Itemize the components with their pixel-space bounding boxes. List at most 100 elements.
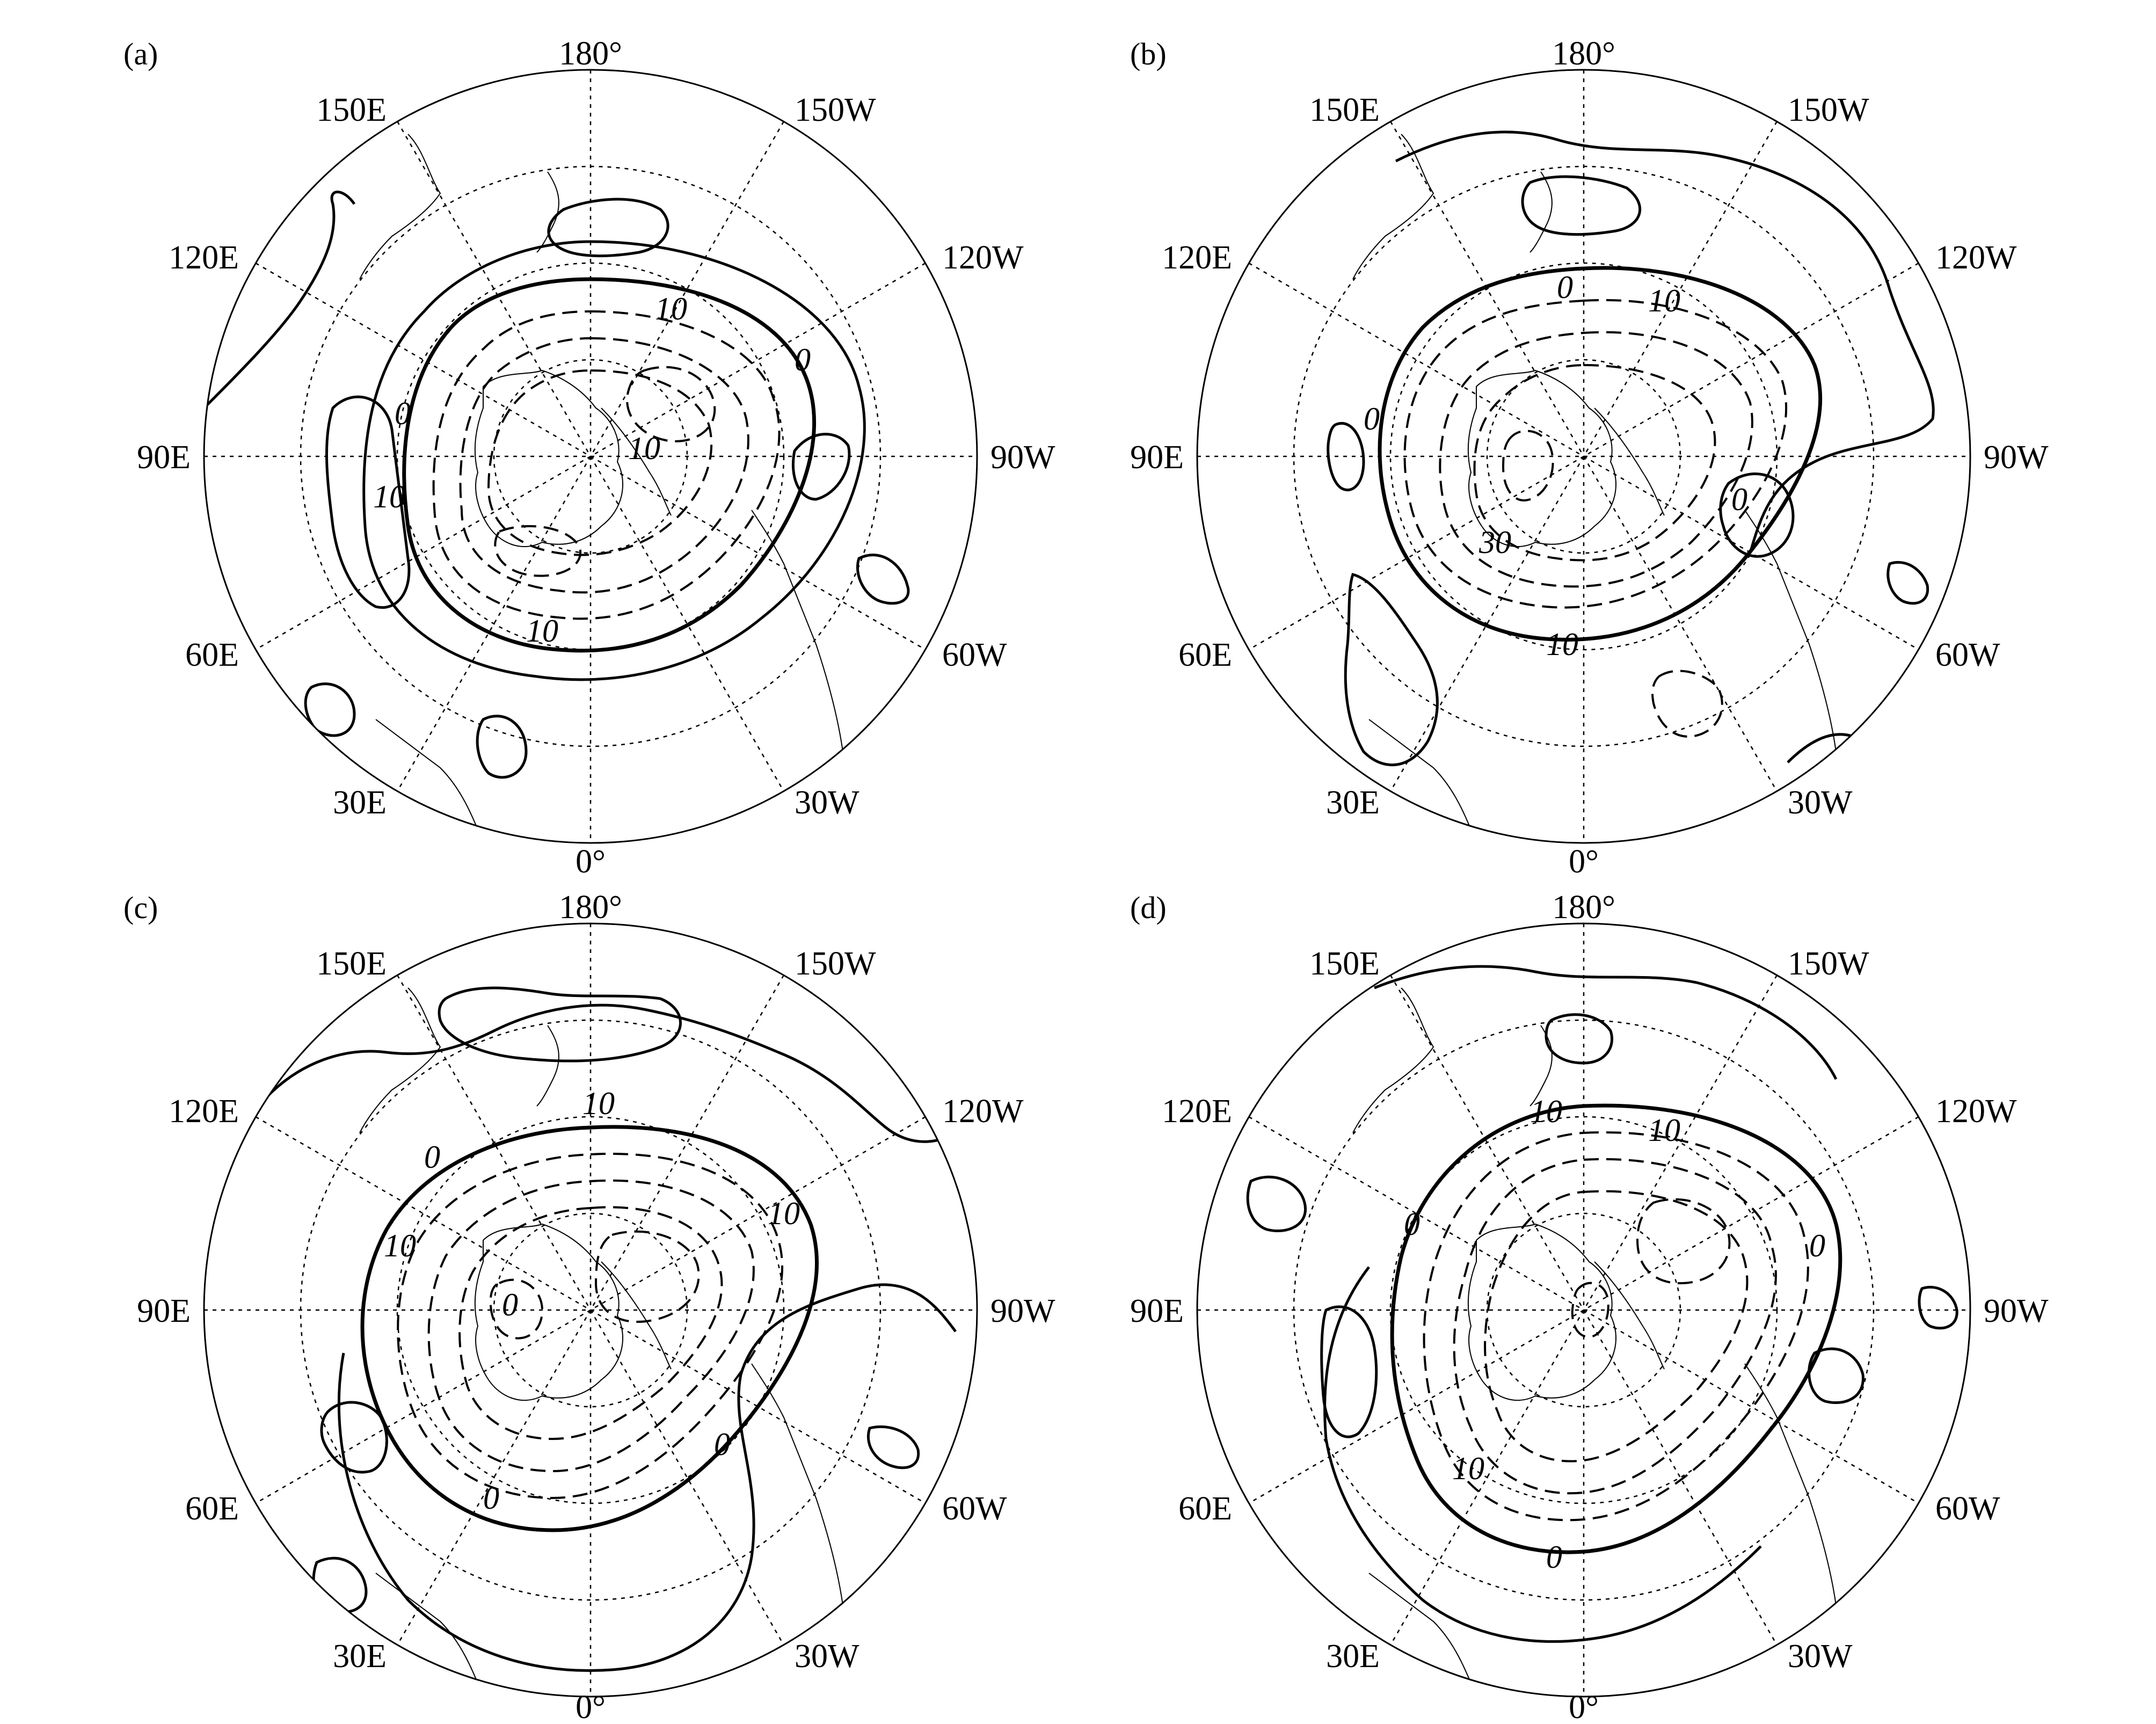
lon-label-0: 0° (1569, 843, 1599, 880)
panel-c-map (204, 923, 977, 1697)
lon-label-150e: 150E (316, 92, 387, 128)
panel-a-contour-labels: 10 10 0 0 10 10 (373, 291, 811, 649)
panel-d-graticule (1197, 923, 1970, 1697)
lon-label-90e: 90E (137, 439, 191, 476)
panel-c-contours (267, 986, 962, 1672)
lon-label-120w: 120W (1935, 1093, 2017, 1130)
panel-a-coastlines (359, 134, 843, 843)
contour-label: 10 (1546, 627, 1578, 662)
panel-c-longitude-labels: 180° 150E 150W 120E 120W 90E 90W 60E 60W… (137, 889, 1055, 1724)
contour-label: 0 (795, 342, 811, 377)
lon-label-90w: 90W (990, 1293, 1055, 1329)
panel-b-contours (1327, 130, 1935, 823)
lon-label-60w: 60W (942, 637, 1007, 673)
lon-label-180: 180° (559, 35, 622, 72)
lon-label-30e: 30E (333, 784, 387, 821)
lon-label-60e: 60E (185, 637, 239, 673)
lon-label-90w: 90W (1984, 1293, 2049, 1329)
lon-label-0: 0° (1569, 1689, 1599, 1724)
contour-label: 10 (384, 1228, 416, 1263)
contour-label: 0 (502, 1287, 518, 1322)
contour-label: 10 (373, 479, 405, 514)
lon-label-30w: 30W (795, 784, 860, 821)
lon-label-120w: 120W (942, 1093, 1024, 1130)
panel-c: (c) (123, 889, 1055, 1724)
contour-label: 10 (1452, 1451, 1484, 1486)
lon-label-120e: 120E (1162, 239, 1232, 276)
lon-label-120w: 120W (942, 239, 1024, 276)
panel-b-coastlines (1352, 134, 1837, 843)
contour-label: 0 (1364, 401, 1380, 437)
panel-c-coastlines (359, 987, 843, 1697)
contour-label: 0 (714, 1427, 730, 1462)
contour-label: 10 (628, 431, 660, 466)
panel-d-boundary (1196, 922, 1971, 1698)
lon-label-30w: 30W (795, 1638, 860, 1675)
panel-a-boundary (203, 69, 978, 844)
lon-label-120w: 120W (1935, 239, 2017, 276)
contour-label: 10 (655, 291, 687, 326)
contour-label: 0 (1809, 1228, 1825, 1263)
panel-d-label: (d) (1130, 890, 1167, 925)
lon-label-0: 0° (576, 843, 606, 880)
lon-label-30w: 30W (1788, 784, 1853, 821)
panel-d-map (1197, 923, 1970, 1697)
lon-label-30e: 30E (1326, 1638, 1380, 1675)
contour-label: 10 (1648, 1112, 1680, 1148)
lon-label-180: 180° (1552, 889, 1615, 926)
contour-label: 10 (1648, 283, 1680, 318)
lon-label-150w: 150W (1788, 945, 1869, 982)
panel-a-map (204, 70, 977, 843)
lon-label-150w: 150W (795, 92, 876, 128)
panel-a-longitude-labels: 180° 150E 150W 120E 120W 90E 90W 60E 60W… (137, 35, 1055, 880)
contour-label: 30 (1478, 525, 1511, 560)
contour-label: 0 (483, 1480, 499, 1516)
contour-label: 0 (1546, 1539, 1562, 1575)
lon-label-90e: 90E (1130, 1293, 1184, 1329)
panel-b-graticule (1197, 70, 1970, 843)
panel-c-boundary (203, 922, 978, 1698)
lon-label-120e: 120E (169, 239, 239, 276)
panel-a-contours (204, 191, 910, 779)
panel-d-contours (1246, 965, 1958, 1643)
lon-label-0: 0° (576, 1689, 606, 1724)
contour-label: 10 (1530, 1094, 1562, 1129)
lon-label-90w: 90W (990, 439, 1055, 476)
panel-b: (b) (1130, 35, 2049, 880)
lon-label-180: 180° (1552, 35, 1615, 72)
lon-label-30e: 30E (1326, 784, 1380, 821)
panel-c-graticule (204, 923, 977, 1697)
lon-label-120e: 120E (169, 1093, 239, 1130)
contour-label: 0 (1557, 270, 1573, 305)
lon-label-90w: 90W (1984, 439, 2049, 476)
lon-label-150w: 150W (795, 945, 876, 982)
lon-label-150e: 150E (1309, 92, 1380, 128)
panel-c-label: (c) (123, 890, 158, 925)
contour-label: 10 (582, 1086, 615, 1121)
contour-label: 0 (395, 396, 411, 431)
lon-label-30w: 30W (1788, 1638, 1853, 1675)
panel-b-map (1197, 70, 1970, 843)
lon-label-150w: 150W (1788, 92, 1869, 128)
lon-label-150e: 150E (316, 945, 387, 982)
panel-d-coastlines (1352, 987, 1837, 1697)
lon-label-90e: 90E (137, 1293, 191, 1329)
lon-label-120e: 120E (1162, 1093, 1232, 1130)
panel-b-boundary (1196, 69, 1971, 844)
panel-c-contour-labels: 10 10 0 10 0 0 0 (384, 1086, 800, 1516)
panel-a-label: (a) (123, 37, 158, 71)
lon-label-90e: 90E (1130, 439, 1184, 476)
lon-label-150e: 150E (1309, 945, 1380, 982)
panel-b-longitude-labels: 180° 150E 150W 120E 120W 90E 90W 60E 60W… (1130, 35, 2049, 880)
lon-label-60e: 60E (185, 1490, 239, 1527)
lon-label-60e: 60E (1178, 637, 1232, 673)
contour-label: 0 (424, 1139, 440, 1175)
lon-label-60w: 60W (942, 1490, 1007, 1527)
lon-label-30e: 30E (333, 1638, 387, 1675)
lon-label-60w: 60W (1935, 1490, 2000, 1527)
panel-a: (a) (123, 35, 1055, 880)
lon-label-60w: 60W (1935, 637, 2000, 673)
contour-label: 0 (1404, 1206, 1420, 1242)
panel-d: (d) (1130, 889, 2049, 1724)
